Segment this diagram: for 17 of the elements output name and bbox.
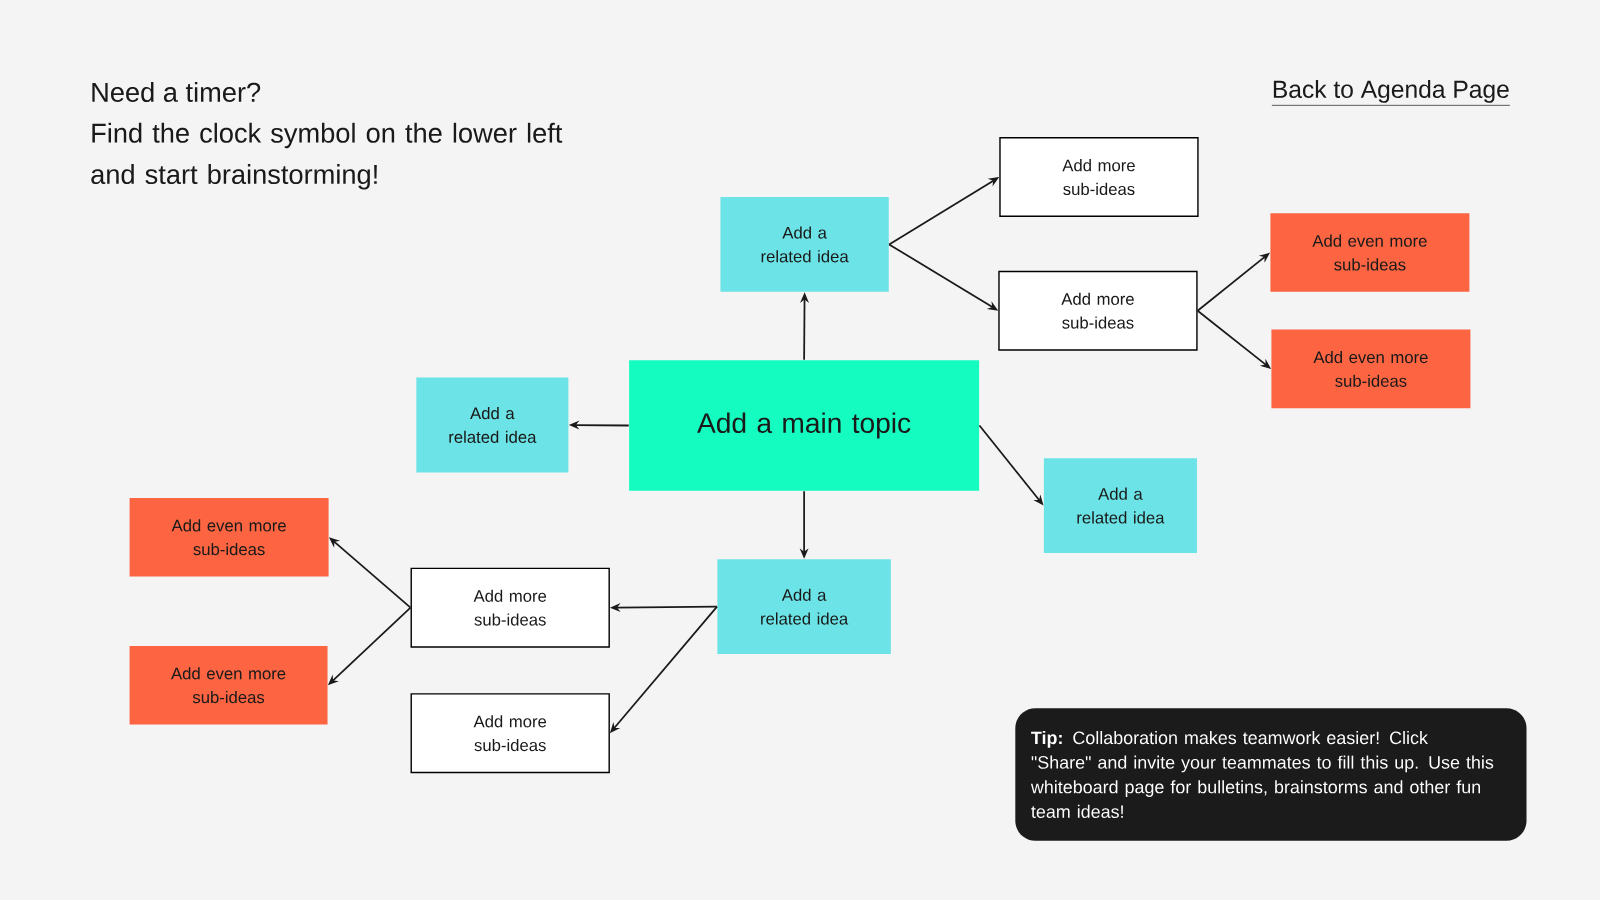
- sub-idea-box: Add more sub-ideas: [410, 693, 610, 774]
- main-topic-box: Add a main topic: [629, 360, 980, 491]
- sub-idea-box: Add even more sub-ideas: [1270, 213, 1470, 292]
- instruction-text: Find the clock symbol on the lower left and start brainstorming!: [91, 122, 563, 190]
- sub-idea-box: Add even more sub-ideas: [129, 497, 329, 577]
- related-idea-box: Add a related idea: [1043, 458, 1197, 554]
- related-idea-box: Add a related idea: [416, 377, 569, 473]
- related-idea-box: Add a related idea: [720, 196, 889, 292]
- agenda-link: Back to Agenda Page: [1271, 79, 1511, 106]
- sub-idea-box: Add more sub-ideas: [998, 270, 1198, 351]
- sub-idea-box: Add even more sub-ideas: [129, 645, 328, 725]
- sub-idea-box: Add more sub-ideas: [410, 567, 610, 648]
- tip-box: Tip: Collaboration makes teamwork easier! Click "Share" and invite your teammates to fill this up. Use this whiteboard page for bulletins, brainstorms and other fun team ideas!: [1015, 708, 1527, 841]
- sub-idea-box: Add even more sub-ideas: [1271, 329, 1471, 409]
- sub-idea-box: Add more sub-ideas: [999, 137, 1199, 218]
- heading: Need a timer?: [92, 82, 261, 102]
- related-idea-box: Add a related idea: [717, 559, 891, 655]
